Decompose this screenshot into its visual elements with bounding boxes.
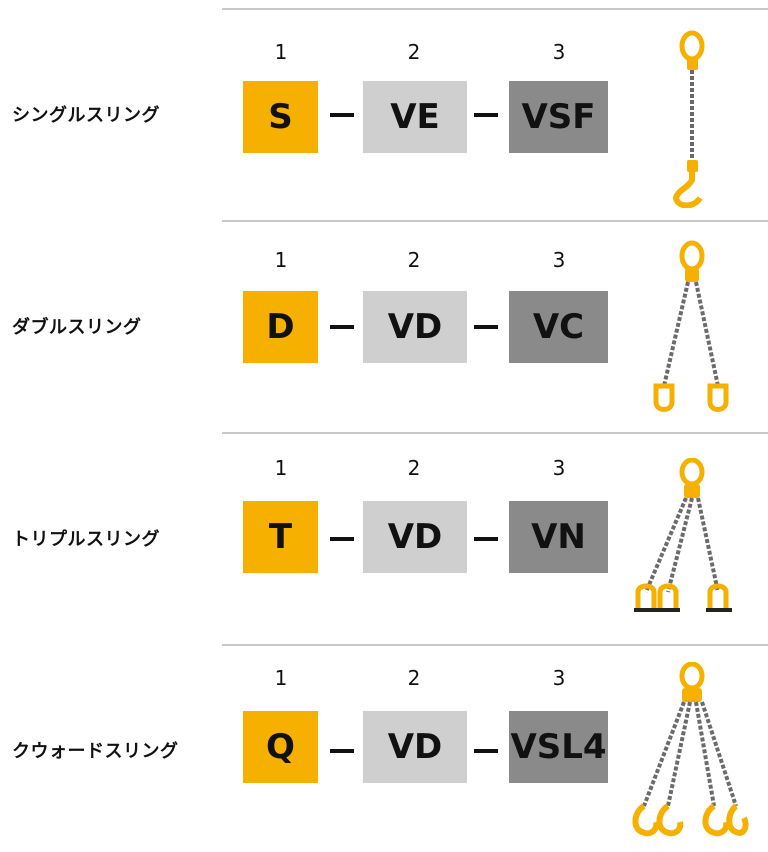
position-number-3: 3 bbox=[552, 456, 566, 480]
code-box-3: VN bbox=[509, 501, 608, 573]
quad-leg-sling-hook-icon bbox=[632, 662, 749, 837]
position-number-3: 3 bbox=[552, 666, 566, 690]
position-number-3: 3 bbox=[552, 40, 566, 64]
row-divider bbox=[222, 220, 768, 222]
row-divider bbox=[222, 644, 768, 646]
position-number-2: 2 bbox=[407, 248, 421, 272]
sling-row-single: 1 2 3 シングルスリング S VE VSF bbox=[0, 0, 768, 212]
sling-row-quad: 1 2 3 クウォードスリング Q VD VSL4 bbox=[0, 636, 768, 848]
code-box-2: VD bbox=[363, 711, 467, 783]
separator-dash bbox=[330, 537, 354, 541]
separator-dash bbox=[330, 749, 354, 753]
position-number-2: 2 bbox=[407, 456, 421, 480]
separator-dash bbox=[330, 113, 354, 117]
code-box-3: VSF bbox=[509, 81, 608, 153]
sling-row-double: 1 2 3 ダブルスリング D VD VC bbox=[0, 212, 768, 424]
sling-type-label: ダブルスリング bbox=[12, 317, 142, 338]
single-leg-sling-hook-icon bbox=[672, 30, 705, 208]
separator-dash bbox=[474, 113, 498, 117]
position-number-1: 1 bbox=[274, 456, 288, 480]
position-number-1: 1 bbox=[274, 248, 288, 272]
code-box-1: T bbox=[243, 501, 318, 573]
separator-dash bbox=[474, 325, 498, 329]
position-number-2: 2 bbox=[407, 40, 421, 64]
code-box-3: VSL4 bbox=[509, 711, 608, 783]
double-leg-sling-clevis-icon bbox=[653, 240, 729, 412]
position-number-1: 1 bbox=[274, 40, 288, 64]
separator-dash bbox=[474, 537, 498, 541]
code-box-1: D bbox=[243, 291, 318, 363]
code-box-1: Q bbox=[243, 711, 318, 783]
code-box-1: S bbox=[243, 81, 318, 153]
code-box-2: VD bbox=[363, 291, 467, 363]
position-number-1: 1 bbox=[274, 666, 288, 690]
code-box-2: VD bbox=[363, 501, 467, 573]
row-divider bbox=[222, 8, 768, 10]
sling-type-label: クウォードスリング bbox=[12, 741, 179, 762]
row-divider bbox=[222, 432, 768, 434]
sling-type-label: シングルスリング bbox=[12, 105, 160, 126]
sling-row-triple: 1 2 3 トリプルスリング T VD VN bbox=[0, 424, 768, 636]
triple-leg-sling-shackle-icon bbox=[634, 458, 732, 612]
sling-type-label: トリプルスリング bbox=[12, 529, 160, 550]
position-number-2: 2 bbox=[407, 666, 421, 690]
code-box-2: VE bbox=[363, 81, 467, 153]
code-box-3: VC bbox=[509, 291, 608, 363]
separator-dash bbox=[330, 325, 354, 329]
separator-dash bbox=[474, 749, 498, 753]
position-number-3: 3 bbox=[552, 248, 566, 272]
